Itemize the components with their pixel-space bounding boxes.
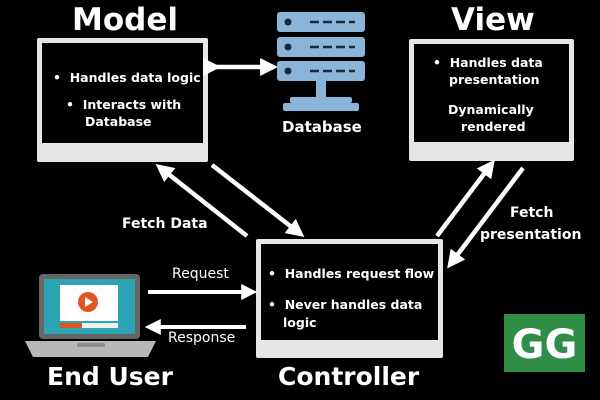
fetch-presentation-label-line1: Fetch (510, 205, 554, 221)
controller-item-logic: logic (283, 315, 317, 330)
view-item-handles-data: • Handles data (433, 55, 543, 70)
response-label: Response (168, 330, 236, 346)
controller-to-view-arrow (435, 159, 495, 238)
database-title: Database (282, 118, 362, 136)
view-note-dynamically: Dynamically (448, 102, 534, 117)
controller-item-request-flow: • Handles request flow (268, 266, 435, 281)
model-screen (42, 43, 203, 143)
gfg-logo-text: GG (512, 322, 578, 368)
view-monitor (409, 39, 574, 161)
model-title: Model (72, 2, 178, 38)
controller-screen (261, 244, 438, 340)
end-user-title: End User (47, 362, 173, 391)
controller-item-never-handles: • Never handles data (268, 297, 423, 312)
view-to-controller-arrow (447, 166, 525, 269)
controller-title: Controller (278, 362, 420, 391)
model-item-interacts: • Interacts with (66, 97, 182, 112)
view-title: View (451, 2, 535, 38)
view-screen (414, 44, 569, 142)
gfg-logo-icon: GG (504, 314, 585, 372)
controller-monitor (256, 239, 443, 358)
model-to-controller-arrow (210, 163, 305, 237)
model-item-data-logic: • Handles data logic (53, 70, 201, 85)
fetch-data-label: Fetch Data (122, 216, 208, 232)
laptop-icon (25, 274, 156, 357)
model-monitor (37, 38, 208, 162)
fetch-presentation-label-line2: presentation (480, 227, 582, 243)
view-item-presentation: presentation (449, 72, 540, 87)
model-item-interacts-line2: Database (85, 114, 152, 129)
controller-to-model-arrow (155, 163, 249, 238)
database-server-icon (277, 12, 365, 111)
view-note-rendered: rendered (461, 119, 526, 134)
request-label: Request (172, 266, 229, 282)
